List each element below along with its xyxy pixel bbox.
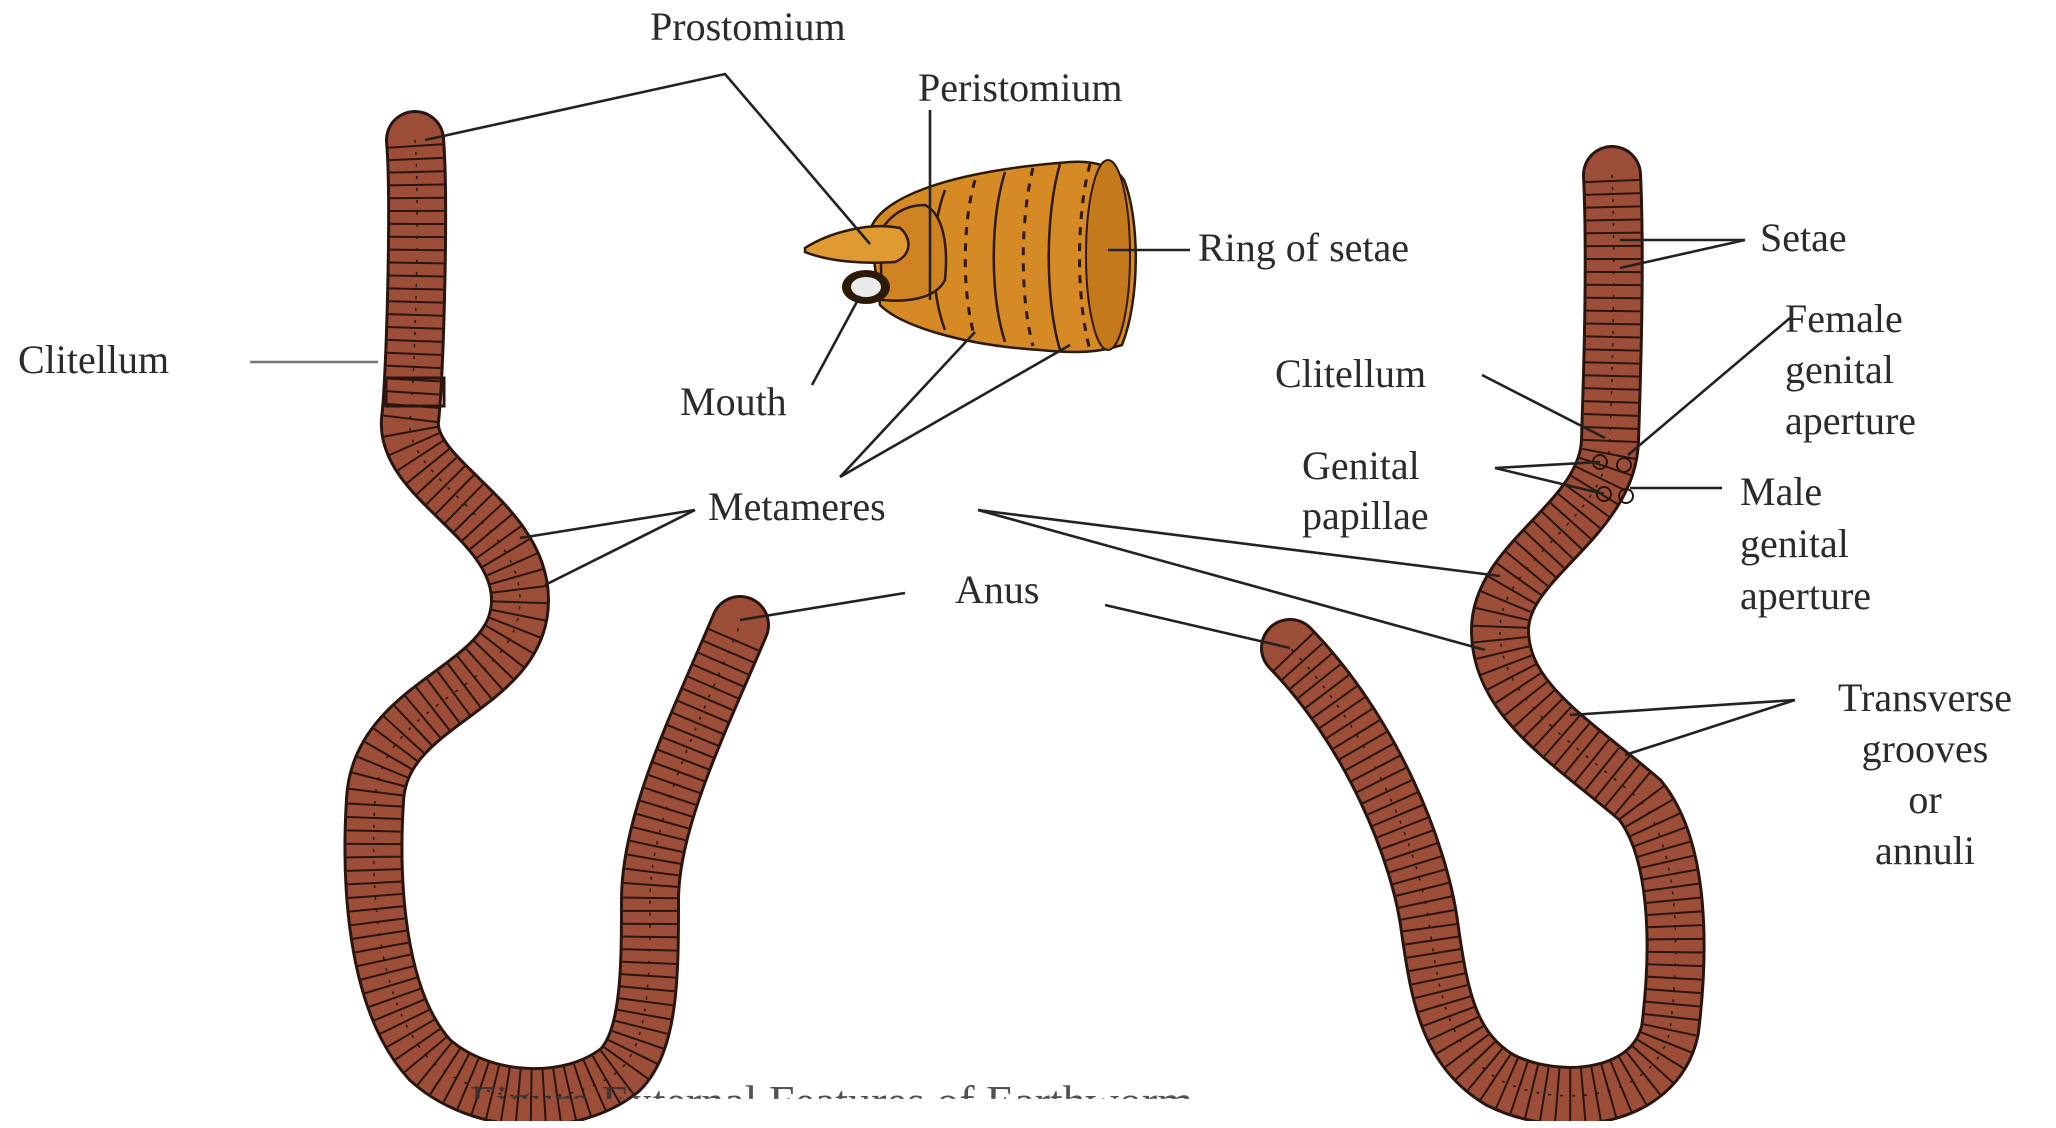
annulus-ring <box>623 898 677 899</box>
leader-female-aperture <box>1628 318 1790 455</box>
label-line: genital <box>1785 344 1916 395</box>
leader-transverse-grooves <box>1570 700 1795 715</box>
leader-anus <box>1105 605 1290 648</box>
label-mouth: Mouth <box>680 377 787 427</box>
label-anus: Anus <box>955 565 1039 615</box>
annulus-ring <box>1586 311 1640 312</box>
left-worm <box>347 140 759 1121</box>
label-line: Male <box>1740 466 1871 518</box>
annulus-ring <box>1585 362 1639 363</box>
head-enlargement <box>805 160 1136 352</box>
label-female-genital-aperture: Female genital aperture <box>1785 293 1916 446</box>
annulus-ring <box>1586 324 1640 325</box>
leader-transverse-grooves <box>1625 700 1795 755</box>
annulus-ring <box>1586 220 1640 221</box>
prostomium <box>805 226 908 262</box>
label-male-genital-aperture: Male genital aperture <box>1740 466 1871 622</box>
label-line: grooves <box>1810 723 2040 774</box>
mouth-highlight <box>851 277 881 297</box>
label-line: aperture <box>1740 570 1871 622</box>
label-ring-of-setae: Ring of setae <box>1198 223 1409 273</box>
label-metameres: Metameres <box>708 482 886 532</box>
annulus-ring <box>347 830 401 831</box>
label-line: Female <box>1785 293 1916 344</box>
annulus-ring <box>390 171 444 172</box>
annulus-ring <box>347 857 401 858</box>
label-line: or <box>1810 774 2040 825</box>
label-setae: Setae <box>1760 213 1847 263</box>
leader-anus <box>740 593 905 620</box>
annulus-ring <box>1587 233 1641 234</box>
label-clitellum-right: Clitellum <box>1275 349 1426 399</box>
annulus-ring <box>1586 336 1640 337</box>
leader-metameres <box>840 345 1070 477</box>
annulus-ring <box>389 301 443 302</box>
right-worm <box>1274 175 1702 1121</box>
leader-mouth <box>812 296 860 385</box>
label-transverse-grooves: Transverse grooves or annuli <box>1810 672 2040 876</box>
head-rear-face <box>1086 160 1130 350</box>
annulus-ring <box>389 275 443 276</box>
label-peristomium: Peristomium <box>918 63 1122 113</box>
label-line: Genital <box>1302 441 1429 491</box>
label-line: Transverse <box>1810 672 2040 723</box>
leader-metameres <box>840 332 975 477</box>
annulus-ring <box>390 185 444 186</box>
annulus-ring <box>1586 349 1640 350</box>
label-line: papillae <box>1302 491 1429 541</box>
label-line: aperture <box>1785 395 1916 446</box>
label-line: annuli <box>1810 825 2040 876</box>
leader-prostomium <box>425 74 870 244</box>
annulus-ring <box>389 288 443 289</box>
left-worm-fill <box>374 140 740 1097</box>
label-clitellum-left: Clitellum <box>18 335 169 385</box>
label-prostomium: Prostomium <box>650 2 846 52</box>
label-line: genital <box>1740 518 1871 570</box>
right-worm-fill <box>1290 175 1676 1096</box>
label-genital-papillae: Genital papillae <box>1302 441 1429 541</box>
annulus-ring <box>1586 206 1640 207</box>
